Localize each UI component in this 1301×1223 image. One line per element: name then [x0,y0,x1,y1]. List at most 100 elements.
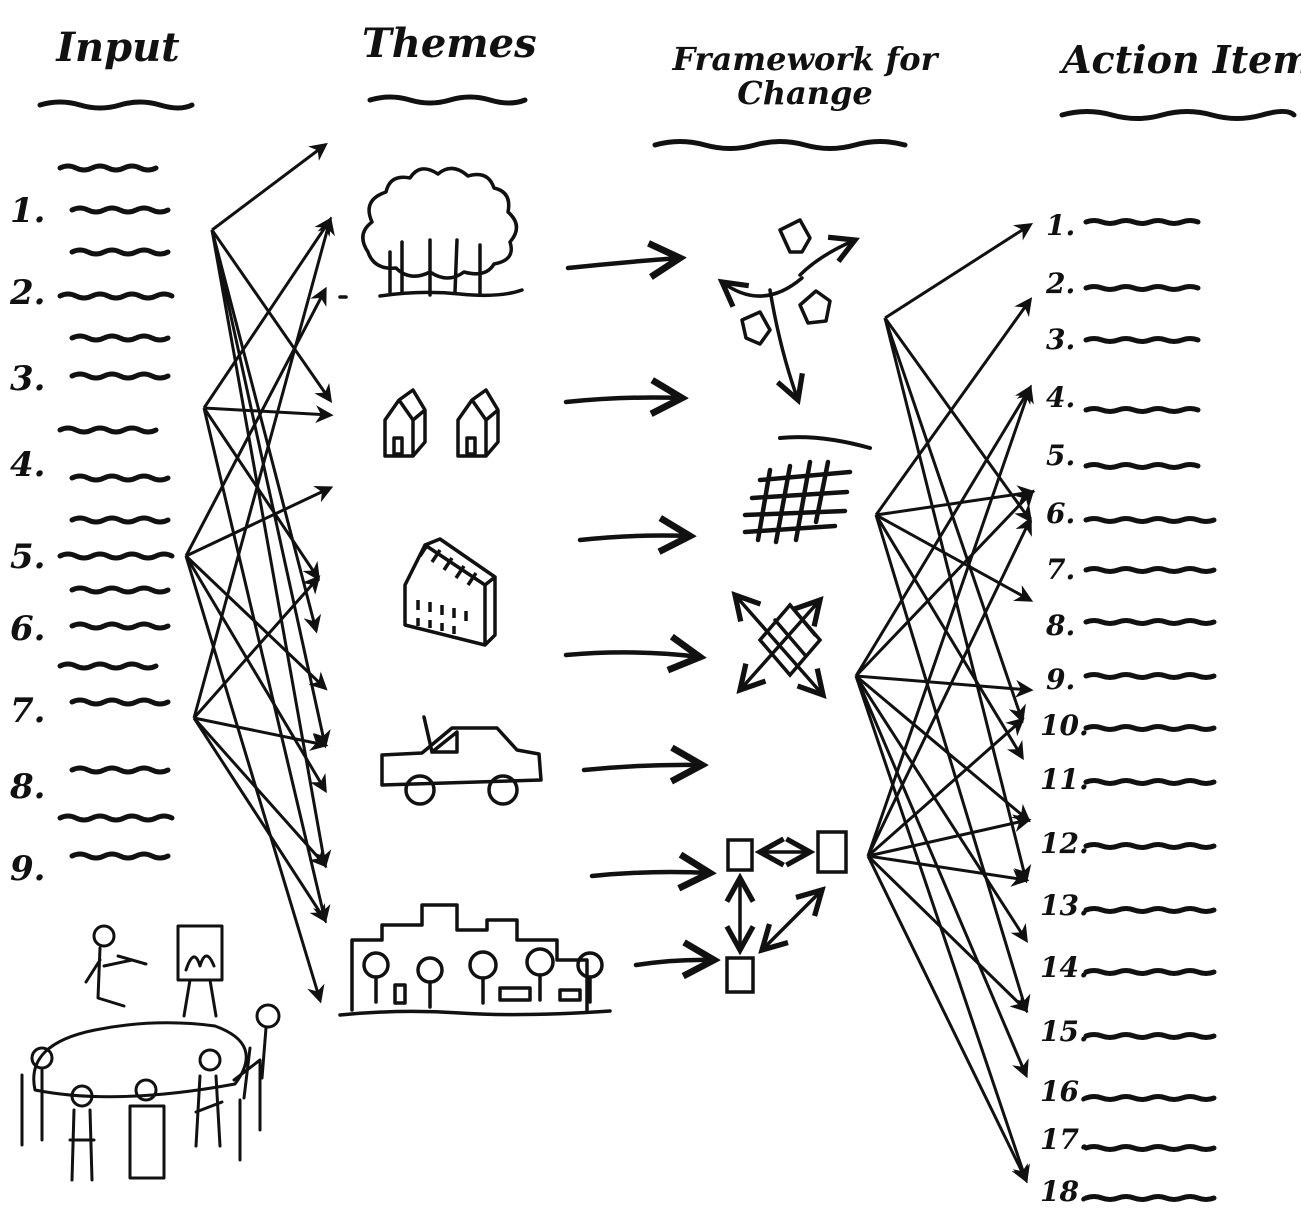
action-line [1083,1194,1217,1202]
left-arrow [192,717,327,924]
action-line [1083,778,1217,786]
left-arrow [202,217,333,409]
right-arrow [854,489,1035,678]
mid-arrow [565,258,680,268]
building-icon [403,537,497,647]
meeting-table-icon [20,924,281,1182]
framework-divider [778,435,872,450]
left-arrow [210,229,331,749]
action-line [1083,218,1201,226]
input-line [57,661,159,671]
right-arrow [883,317,1026,724]
input-line [69,697,171,707]
input-line [69,515,171,525]
mid-arrow [563,398,682,403]
action-items-column-title: Action Items [1062,37,1301,82]
mid-arrow [589,872,710,876]
input-line [69,621,171,631]
framework-title-line-2: Change [737,74,873,112]
left-arrow [211,142,328,232]
right-arrow [884,223,1034,320]
left-arrow [192,216,335,719]
grid-icon [742,459,853,545]
townscape-icon [338,903,612,1017]
themes-to-framework-arrows [563,258,714,965]
trees-icon [338,166,524,299]
action-line [1083,618,1217,626]
right-arrow [854,675,1029,1079]
left-arrow [202,407,321,581]
right-arrow [867,854,1030,887]
input-line [69,765,171,775]
input-item-number: 4. [10,445,46,485]
car-icon [380,715,543,806]
right-arrow [866,855,1028,1184]
input-line [69,333,171,343]
action-item-number: 1. [1046,209,1076,242]
action-line [1083,566,1217,574]
action-line [1083,406,1201,414]
input-line [69,851,171,861]
input-line [57,163,159,173]
right-arrow [875,513,1034,602]
action-item-number: 12. [1040,827,1089,860]
action-squiggles [1083,218,1217,1202]
houses-icon [383,388,500,458]
input-line [57,425,159,435]
framework-to-actions-arrows [854,223,1036,1184]
action-line [1083,906,1217,914]
input-line [57,551,175,561]
input-squiggles [57,163,175,861]
left-arrow [193,716,329,751]
action-item-number: 18. [1040,1175,1089,1208]
input-title-underline [37,99,195,111]
action-item-number: 17. [1040,1123,1089,1156]
connected-boxes-icon [727,830,848,994]
action-item-number: 3. [1046,323,1076,356]
left-arrow [202,407,331,924]
input-column-title: Input [56,24,180,71]
framework-column-title: Framework for Change [640,42,970,110]
input-item-number: 1. [10,191,46,231]
input-line [69,585,171,595]
left-arrow [184,286,327,557]
input-line [69,371,171,381]
action-item-number: 14. [1040,951,1089,984]
right-arrow [855,674,1031,823]
mid-arrow [577,536,690,541]
left-arrow [192,717,328,868]
action-item-number: 9. [1046,663,1076,696]
left-arrow [210,229,322,634]
action-line [1083,842,1217,850]
left-arrow [210,229,333,403]
input-item-number: 9. [10,849,46,889]
right-arrow [866,854,1029,1013]
input-item-number: 5. [10,537,46,577]
right-arrow [874,514,1031,1014]
input-item-number: 7. [10,691,46,731]
input-line [57,813,175,823]
left-arrow [192,575,321,719]
mid-arrow [581,765,702,770]
mid-arrow [633,960,714,965]
input-line [69,473,171,483]
right-arrow [866,384,1034,857]
left-arrow [184,555,327,794]
action-line [1083,1094,1217,1102]
left-arrow [184,555,325,1004]
right-arrow [874,297,1033,516]
action-item-number: 15. [1040,1015,1089,1048]
action-item-number: 7. [1046,553,1076,586]
right-arrow [867,814,1032,858]
action-item-number: 10. [1040,709,1089,742]
mid-arrow [563,652,700,657]
input-item-number: 3. [10,359,46,399]
action-item-number: 13. [1040,889,1089,922]
right-arrow [867,717,1025,858]
action-item-number: 16. [1040,1075,1089,1108]
framework-title-underline [652,139,908,151]
input-line [69,205,171,215]
right-arrow [854,384,1032,677]
action-line [1083,462,1201,470]
